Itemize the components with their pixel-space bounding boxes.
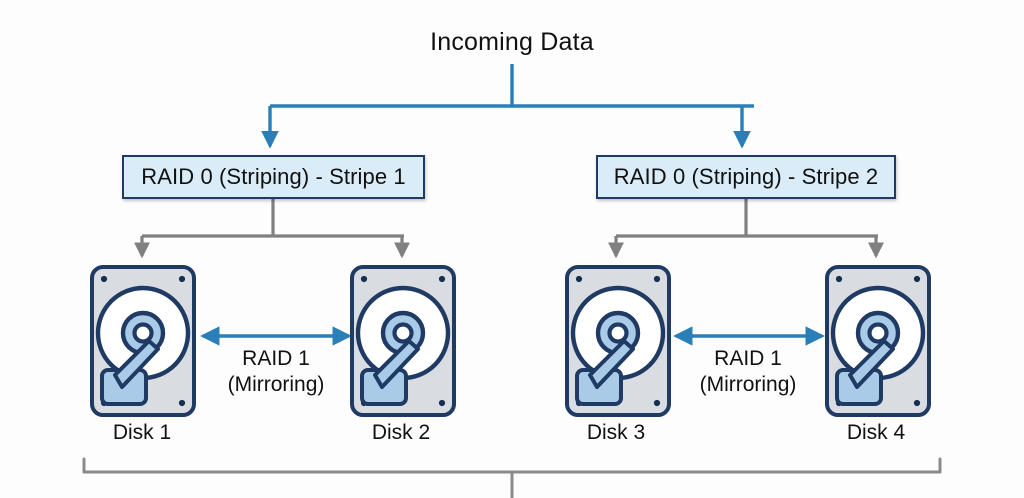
disk-caption-4: Disk 4 [846,421,906,444]
raid1-mirror-label-right: RAID 1 (Mirroring) [668,346,828,398]
raid0-stripe-2-label: RAID 0 (Striping) - Stripe 2 [613,164,879,189]
disk-icon-3 [565,265,671,417]
raid0-stripe-1-label: RAID 0 (Striping) - Stripe 1 [141,164,406,189]
disk-caption-2: Disk 2 [371,421,431,444]
raid0-stripe-1-box[interactable]: RAID 0 (Striping) - Stripe 1 [122,155,425,199]
disk-caption-1: Disk 1 [112,421,172,444]
incoming-data-flow-connector [261,64,754,149]
stripe2-disk-connector [608,199,884,259]
raid1-mirror-label-left-line1: RAID 1 [242,347,310,370]
disk-icon-4 [825,265,931,417]
stripe1-disk-connector [134,199,410,259]
disk-icon-2 [350,265,456,417]
raid0-stripe-2-box[interactable]: RAID 0 (Striping) - Stripe 2 [596,155,896,199]
raid1-mirror-label-right-line1: RAID 1 [714,347,782,370]
bottom-grouping-bracket [82,457,942,498]
disk-icon-1 [90,265,196,417]
raid1-mirror-label-right-line2: (Mirroring) [699,373,797,396]
raid1-mirror-label-left: RAID 1 (Mirroring) [196,346,356,398]
raid1-mirror-label-left-line2: (Mirroring) [227,373,325,396]
disk-caption-3: Disk 3 [586,421,646,444]
page-title: Incoming Data [430,28,594,56]
